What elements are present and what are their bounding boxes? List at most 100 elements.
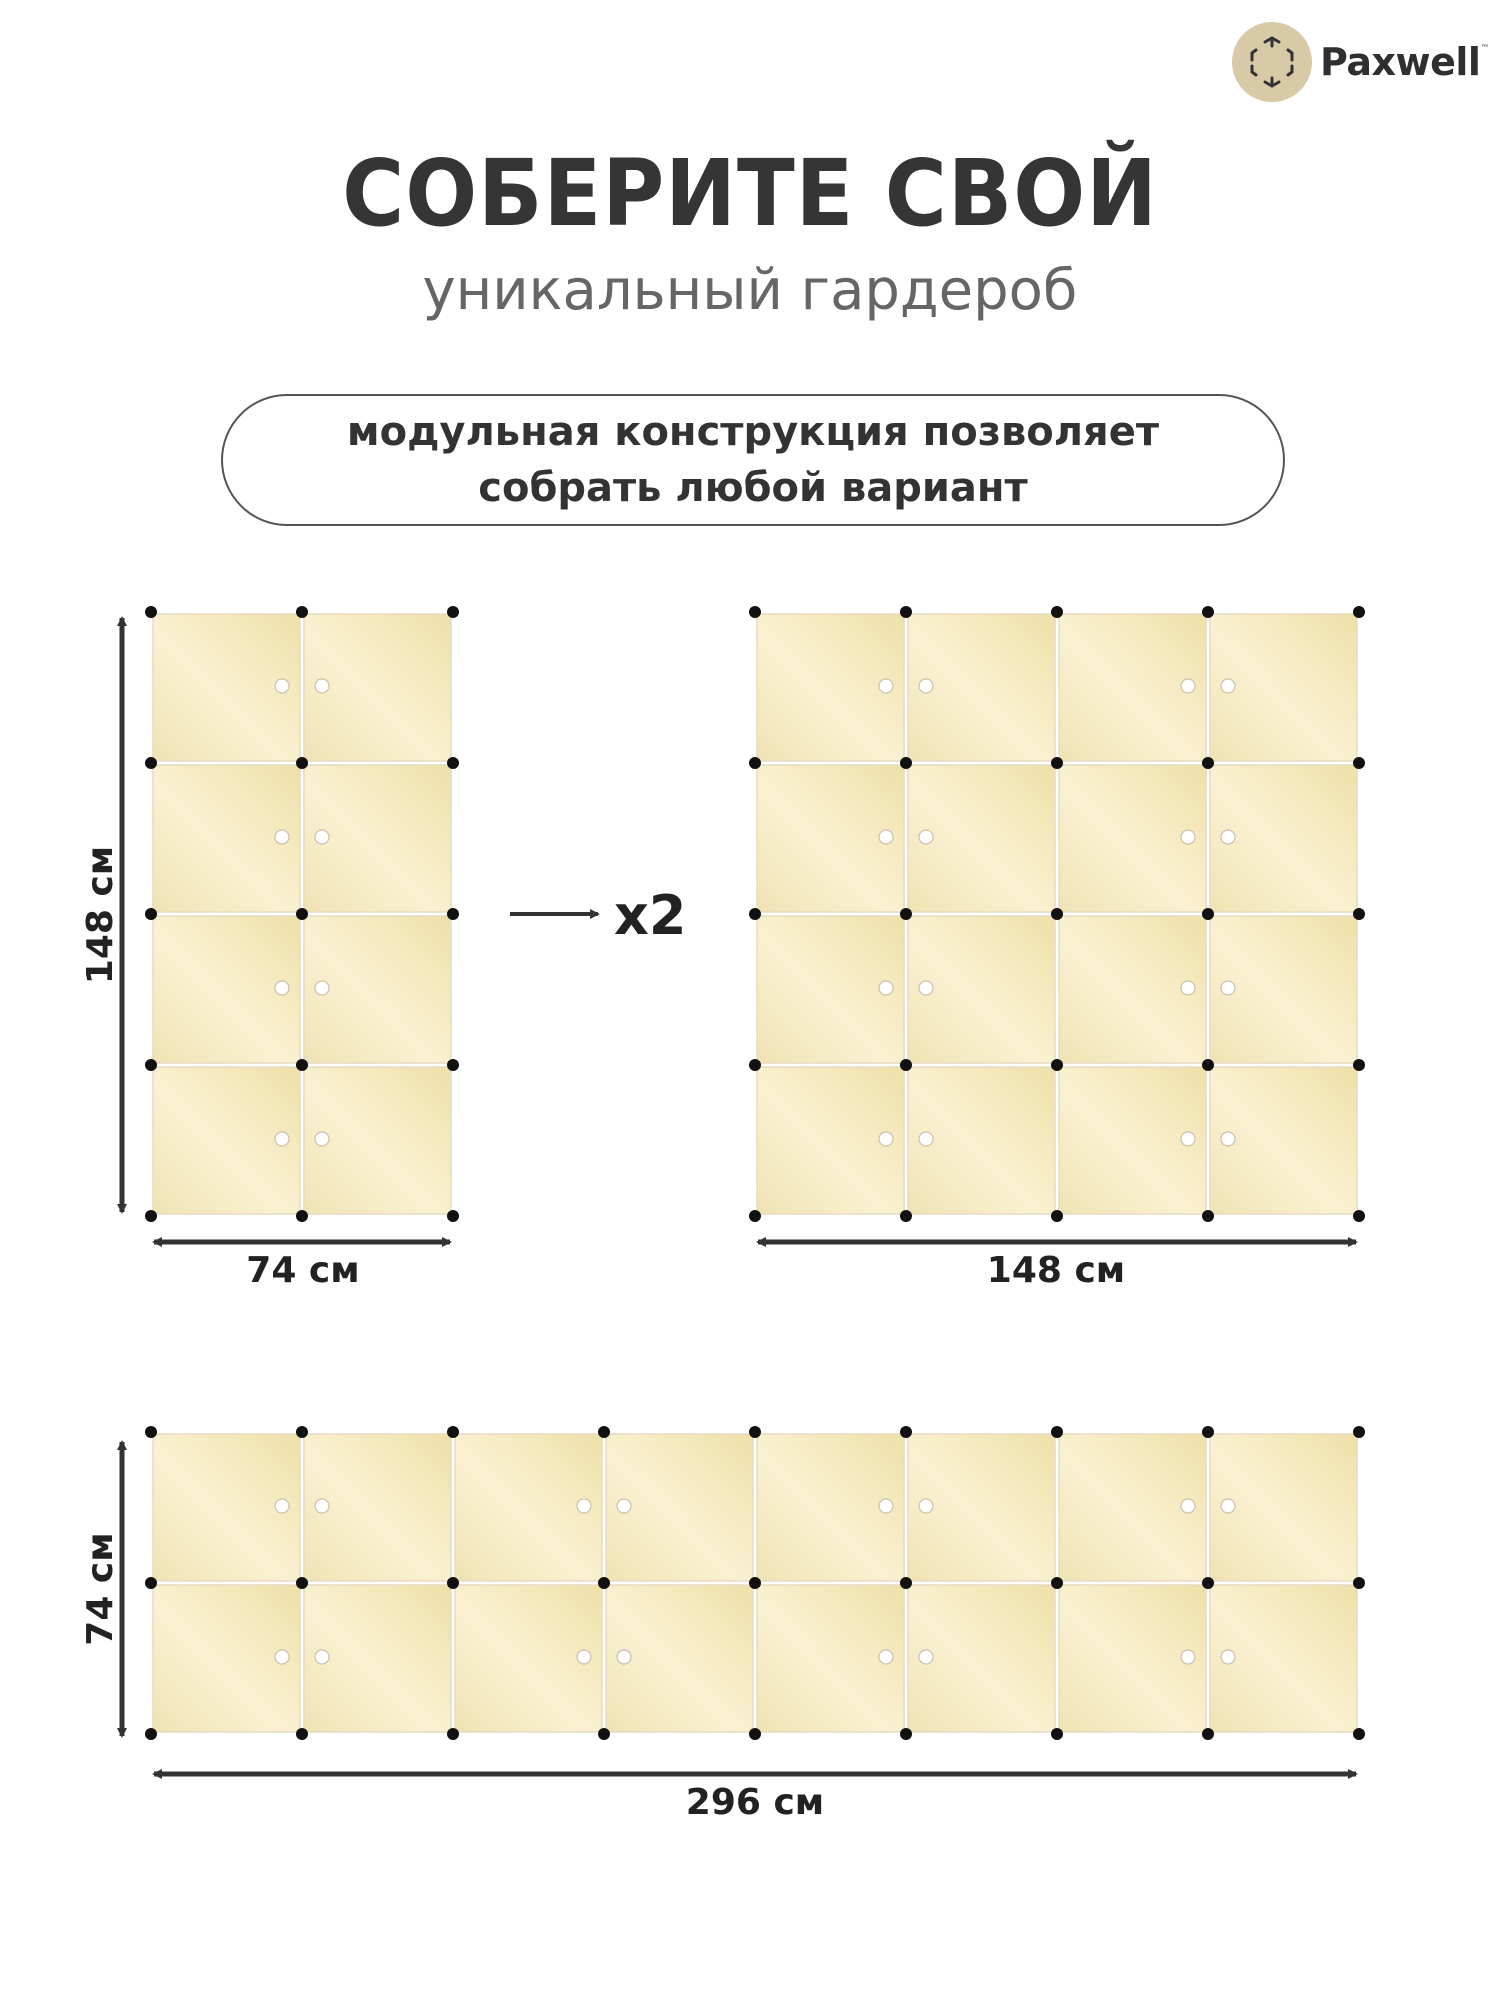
door-knob bbox=[878, 1498, 894, 1514]
connector-node bbox=[145, 1210, 157, 1222]
connector-node bbox=[447, 908, 459, 920]
door-knob bbox=[576, 1498, 592, 1514]
connector-node bbox=[900, 1577, 912, 1589]
door-knob bbox=[616, 1498, 632, 1514]
door-knob bbox=[918, 678, 934, 694]
door-knob bbox=[576, 1649, 592, 1665]
door-knob bbox=[1220, 829, 1236, 845]
door-knob bbox=[1220, 1649, 1236, 1665]
multiplier-label: x2 bbox=[614, 884, 686, 947]
door-knob bbox=[314, 1649, 330, 1665]
connector-node bbox=[1353, 757, 1365, 769]
door-knob bbox=[1220, 1131, 1236, 1147]
connector-node bbox=[1353, 606, 1365, 618]
connector-node bbox=[447, 757, 459, 769]
connector-node bbox=[900, 908, 912, 920]
connector-node bbox=[1051, 1577, 1063, 1589]
connector-node bbox=[749, 1059, 761, 1071]
config-a-width-label: 74 см bbox=[246, 1250, 359, 1291]
connector-node bbox=[1353, 908, 1365, 920]
connector-node bbox=[900, 1210, 912, 1222]
connector-node bbox=[1202, 1426, 1214, 1438]
page-subtitle: уникальный гардероб bbox=[422, 258, 1078, 323]
connector-node bbox=[749, 908, 761, 920]
connector-node bbox=[1202, 606, 1214, 618]
brand-logo: Paxwell™ bbox=[1232, 22, 1489, 102]
connector-node bbox=[1202, 1577, 1214, 1589]
cube-door bbox=[454, 1433, 603, 1582]
connector-node bbox=[900, 757, 912, 769]
door-knob bbox=[314, 829, 330, 845]
connector-node bbox=[1051, 908, 1063, 920]
connector-node bbox=[447, 1210, 459, 1222]
connector-node bbox=[900, 1059, 912, 1071]
config-c-grid bbox=[145, 1426, 1365, 1740]
door-knob bbox=[314, 1131, 330, 1147]
door-knob bbox=[918, 1498, 934, 1514]
door-knob bbox=[274, 678, 290, 694]
config-a-width-dimension: 74 см bbox=[152, 1237, 452, 1291]
page-title: СОБЕРИТЕ СВОЙ bbox=[342, 140, 1158, 247]
door-knob bbox=[878, 678, 894, 694]
connector-node bbox=[1202, 1728, 1214, 1740]
connector-node bbox=[447, 1577, 459, 1589]
info-pill-line-2: собрать любой вариант bbox=[478, 465, 1028, 511]
connector-node bbox=[296, 757, 308, 769]
connector-node bbox=[1353, 1577, 1365, 1589]
connector-node bbox=[296, 1426, 308, 1438]
connector-node bbox=[749, 1426, 761, 1438]
connector-node bbox=[145, 908, 157, 920]
connector-node bbox=[145, 1059, 157, 1071]
connector-node bbox=[1051, 606, 1063, 618]
connector-node bbox=[296, 606, 308, 618]
connector-node bbox=[598, 1577, 610, 1589]
connector-node bbox=[296, 908, 308, 920]
connector-node bbox=[145, 1577, 157, 1589]
connector-node bbox=[1051, 757, 1063, 769]
connector-node bbox=[1051, 1426, 1063, 1438]
multiplier-arrow: x2 bbox=[510, 884, 686, 947]
connector-node bbox=[1202, 1210, 1214, 1222]
door-knob bbox=[1180, 1131, 1196, 1147]
config-a-height-dimension: 148 см bbox=[80, 616, 127, 1214]
connector-node bbox=[447, 1426, 459, 1438]
connector-node bbox=[145, 606, 157, 618]
info-pill: модульная конструкция позволяет собрать … bbox=[221, 394, 1285, 526]
connector-node bbox=[1051, 1210, 1063, 1222]
connector-node bbox=[1202, 757, 1214, 769]
connector-node bbox=[1051, 1728, 1063, 1740]
connector-node bbox=[598, 1728, 610, 1740]
connector-node bbox=[598, 1426, 610, 1438]
config-b-width-dimension: 148 см bbox=[756, 1237, 1358, 1291]
door-knob bbox=[1180, 1498, 1196, 1514]
connector-node bbox=[1353, 1059, 1365, 1071]
connector-node bbox=[296, 1728, 308, 1740]
door-knob bbox=[918, 829, 934, 845]
cube-door bbox=[303, 1433, 452, 1582]
trademark-mark: ™ bbox=[1480, 44, 1489, 54]
connector-node bbox=[749, 1728, 761, 1740]
connector-node bbox=[447, 606, 459, 618]
door-knob bbox=[878, 980, 894, 996]
connector-node bbox=[749, 757, 761, 769]
door-knob bbox=[1180, 980, 1196, 996]
connector-node bbox=[749, 606, 761, 618]
door-knob bbox=[274, 829, 290, 845]
door-knob bbox=[314, 980, 330, 996]
config-c-width-dimension: 296 см bbox=[152, 1769, 1358, 1823]
connector-node bbox=[900, 1426, 912, 1438]
config-c-width-label: 296 см bbox=[686, 1782, 824, 1823]
config-c-height-dimension: 74 см bbox=[80, 1440, 127, 1738]
door-knob bbox=[274, 980, 290, 996]
connector-node bbox=[1353, 1728, 1365, 1740]
connector-node bbox=[1202, 1059, 1214, 1071]
config-b-grid bbox=[749, 606, 1365, 1222]
connector-node bbox=[296, 1059, 308, 1071]
door-knob bbox=[1180, 829, 1196, 845]
connector-node bbox=[749, 1210, 761, 1222]
door-knob bbox=[274, 1498, 290, 1514]
connector-node bbox=[447, 1728, 459, 1740]
connector-node bbox=[1202, 908, 1214, 920]
door-knob bbox=[1180, 678, 1196, 694]
door-knob bbox=[878, 829, 894, 845]
